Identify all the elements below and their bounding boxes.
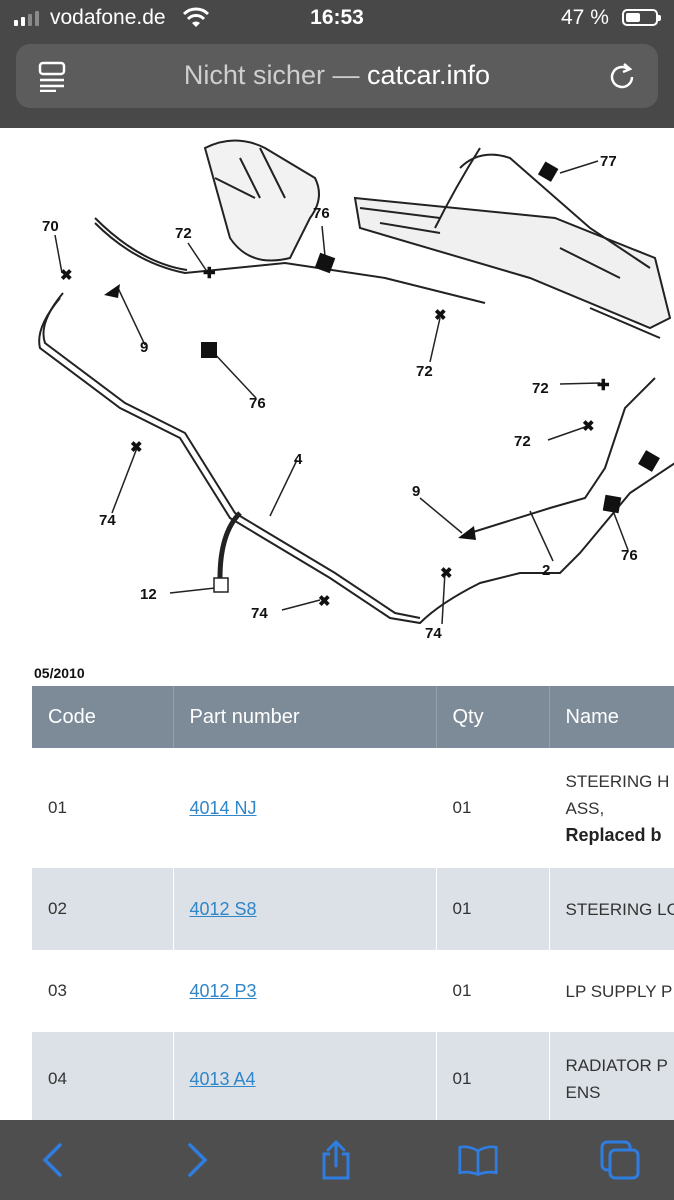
name-line: ASS, bbox=[565, 798, 605, 818]
url-security-label: Nicht sicher — bbox=[183, 60, 360, 90]
square-symbol bbox=[314, 252, 336, 274]
callout-label: 76 bbox=[249, 395, 266, 412]
cell-part: 4014 NJ bbox=[173, 748, 437, 868]
browser-chrome: vodafone.de 16:53 47 % Nicht sicher — ca… bbox=[0, 0, 674, 128]
safari-toolbar bbox=[0, 1120, 674, 1200]
cell-code: 01 bbox=[32, 748, 174, 868]
cross-symbol: ✖ bbox=[60, 267, 73, 284]
diagram-labels: 70 72 76 77 9 76 72 72 72 74 4 9 76 2 12… bbox=[42, 153, 638, 642]
cell-name: STEERING H ASS, Replaced b bbox=[549, 748, 674, 868]
triangle-symbol bbox=[458, 526, 476, 540]
cell-code: 04 bbox=[32, 1032, 174, 1126]
share-icon[interactable] bbox=[316, 1140, 356, 1180]
url-text[interactable]: Nicht sicher — catcar.info bbox=[16, 60, 658, 91]
carrier-label: vodafone.de bbox=[50, 6, 166, 29]
table-row: 01 4014 NJ 01 STEERING H ASS, Replaced b bbox=[32, 748, 674, 868]
bookmarks-icon[interactable] bbox=[458, 1140, 498, 1180]
diagram-drawing: ✖ ✚ ✖ ✚ ✖ ✖ ✖ ✖ 70 72 76 77 9 76 72 72 bbox=[38, 139, 674, 642]
hollow-square-symbol bbox=[213, 577, 229, 593]
cell-code: 02 bbox=[32, 868, 174, 950]
cell-name: STEERING LO bbox=[549, 868, 674, 950]
part-number-link[interactable]: 4012 S8 bbox=[189, 898, 257, 919]
table-row: 02 4012 S8 01 STEERING LO bbox=[32, 868, 674, 950]
part-number-link[interactable]: 4012 P3 bbox=[189, 980, 257, 1001]
clock: 16:53 bbox=[310, 6, 364, 29]
name-line: ENS bbox=[565, 1083, 601, 1102]
cross-symbol: ✚ bbox=[203, 265, 216, 282]
cell-qty: 01 bbox=[436, 950, 550, 1032]
callout-label: 70 bbox=[42, 218, 59, 235]
square-symbol bbox=[537, 161, 559, 182]
name-line: RADIATOR P bbox=[565, 1056, 668, 1075]
column-header-name[interactable]: Name bbox=[549, 686, 674, 748]
callout-label: 74 bbox=[425, 625, 442, 642]
cell-part: 4012 S8 bbox=[173, 868, 437, 950]
cross-symbol: ✖ bbox=[440, 565, 453, 582]
parts-diagram: ✖ ✚ ✖ ✚ ✖ ✖ ✖ ✖ 70 72 76 77 9 76 72 72 bbox=[0, 128, 674, 688]
callout-label: 72 bbox=[514, 433, 531, 450]
cell-part: 4012 P3 bbox=[173, 950, 437, 1032]
callout-label: 12 bbox=[140, 586, 157, 603]
diagram-symbols: ✖ ✚ ✖ ✚ ✖ ✖ ✖ ✖ bbox=[60, 161, 660, 610]
cell-name: RADIATOR P ENS bbox=[549, 1032, 674, 1126]
leader-lines bbox=[54, 160, 629, 625]
cross-symbol: ✖ bbox=[582, 418, 595, 435]
cell-qty: 01 bbox=[436, 748, 550, 868]
callout-label: 74 bbox=[251, 605, 268, 622]
square-symbol bbox=[201, 342, 217, 358]
replaced-by-text: Replaced b bbox=[565, 824, 662, 845]
cell-qty: 01 bbox=[436, 1032, 550, 1126]
pipe-lines bbox=[38, 139, 674, 625]
name-line: STEERING H bbox=[565, 771, 670, 791]
callout-label: 4 bbox=[294, 451, 303, 468]
part-number-link[interactable]: 4013 A4 bbox=[189, 1068, 256, 1089]
square-symbol bbox=[638, 450, 660, 472]
callout-label: 76 bbox=[621, 547, 638, 564]
column-header-code[interactable]: Code bbox=[32, 686, 174, 748]
table-header-row: Code Part number Qty Name bbox=[32, 686, 674, 748]
battery-percent: 47 % bbox=[561, 6, 609, 29]
callout-label: 2 bbox=[542, 562, 550, 579]
cross-symbol: ✖ bbox=[130, 439, 143, 456]
cross-symbol: ✖ bbox=[434, 307, 447, 324]
callout-label: 9 bbox=[140, 339, 148, 356]
table-row: 03 4012 P3 01 LP SUPPLY P bbox=[32, 950, 674, 1032]
cross-symbol: ✚ bbox=[597, 377, 610, 394]
reload-icon[interactable] bbox=[608, 60, 638, 97]
column-header-part-number[interactable]: Part number bbox=[173, 686, 437, 748]
back-icon[interactable] bbox=[32, 1140, 72, 1180]
callout-label: 77 bbox=[600, 153, 617, 170]
callout-label: 9 bbox=[412, 483, 420, 500]
address-bar[interactable]: Nicht sicher — catcar.info bbox=[16, 44, 658, 108]
battery-icon bbox=[622, 9, 661, 26]
tabs-icon[interactable] bbox=[600, 1140, 640, 1180]
diagram-date: 05/2010 bbox=[34, 665, 85, 681]
table-row: 04 4013 A4 01 RADIATOR P ENS bbox=[32, 1032, 674, 1126]
callout-label: 72 bbox=[532, 380, 549, 397]
cross-symbol: ✖ bbox=[318, 593, 331, 610]
callout-label: 74 bbox=[99, 512, 116, 529]
cell-name: LP SUPPLY P bbox=[549, 950, 674, 1032]
cell-code: 03 bbox=[32, 950, 174, 1032]
triangle-symbol bbox=[104, 284, 120, 298]
column-header-qty[interactable]: Qty bbox=[436, 686, 550, 748]
callout-label: 72 bbox=[175, 225, 192, 242]
wifi-icon bbox=[182, 7, 210, 35]
callout-label: 72 bbox=[416, 363, 433, 380]
callout-label: 76 bbox=[313, 205, 330, 222]
parts-table: Code Part number Qty Name 01 4014 NJ 01 … bbox=[32, 686, 674, 1126]
square-symbol bbox=[602, 494, 622, 514]
part-number-link[interactable]: 4014 NJ bbox=[189, 797, 257, 818]
signal-icon bbox=[14, 11, 39, 26]
reader-view-icon[interactable] bbox=[38, 60, 68, 97]
cell-qty: 01 bbox=[436, 868, 550, 950]
url-host: catcar.info bbox=[366, 60, 491, 90]
forward-icon[interactable] bbox=[178, 1140, 218, 1180]
cell-part: 4013 A4 bbox=[173, 1032, 437, 1126]
status-bar: vodafone.de 16:53 47 % bbox=[0, 0, 674, 36]
